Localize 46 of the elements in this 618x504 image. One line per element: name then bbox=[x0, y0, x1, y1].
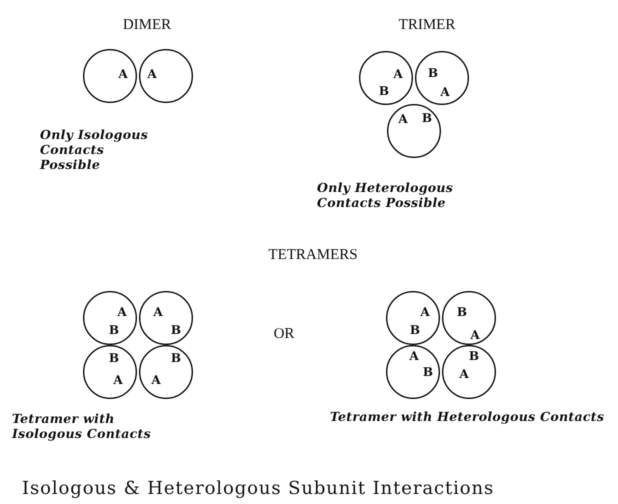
heading: OR bbox=[274, 326, 294, 343]
subunit-circle bbox=[83, 291, 137, 345]
subunit-circle bbox=[139, 49, 193, 103]
subunit-circle bbox=[386, 345, 440, 399]
caption-note: Only Isologous Contacts Possible bbox=[40, 127, 150, 172]
site-label: A bbox=[117, 306, 127, 318]
subunit-circle bbox=[83, 49, 137, 103]
subunit-circle bbox=[359, 51, 413, 105]
subunit-circle bbox=[83, 345, 137, 399]
site-label: A bbox=[470, 329, 480, 341]
site-label: A bbox=[398, 113, 408, 125]
site-label: A bbox=[147, 68, 157, 80]
caption-note: Tetramer with Isologous Contacts bbox=[12, 411, 152, 441]
site-label: B bbox=[108, 324, 120, 336]
subunit-circle bbox=[442, 291, 496, 345]
caption-note: Only Heterologous Contacts Possible bbox=[317, 180, 454, 210]
site-label: A bbox=[409, 350, 419, 362]
site-label: B bbox=[170, 324, 182, 336]
heading: DIMER bbox=[122, 17, 172, 34]
site-label: B bbox=[422, 112, 432, 124]
heading: TETRAMERS bbox=[268, 247, 358, 264]
site-label: A bbox=[153, 306, 163, 318]
subunit-circle bbox=[139, 345, 193, 399]
site-label: A bbox=[420, 306, 430, 318]
site-label: B bbox=[410, 324, 420, 336]
site-label: B bbox=[456, 306, 468, 318]
subunit-circle bbox=[387, 104, 441, 158]
site-label: B bbox=[170, 352, 182, 364]
site-label: A bbox=[118, 68, 128, 80]
site-label: B bbox=[422, 366, 434, 378]
heading: TRIMER bbox=[398, 17, 456, 34]
site-label: B bbox=[108, 352, 120, 364]
figure-caption: Isologous & Heterologous Subunit Interactions bbox=[22, 478, 494, 499]
site-label: B bbox=[428, 67, 438, 79]
site-label: A bbox=[459, 368, 469, 380]
subunit-circle bbox=[442, 345, 496, 399]
site-label: A bbox=[440, 86, 450, 98]
subunit-circle bbox=[415, 51, 469, 105]
site-label: A bbox=[113, 374, 123, 386]
subunit-circle bbox=[139, 291, 193, 345]
site-label: A bbox=[393, 68, 403, 80]
caption-note: Tetramer with Heterologous Contacts bbox=[328, 409, 606, 424]
site-label: B bbox=[468, 350, 480, 362]
subunit-circle bbox=[386, 291, 440, 345]
site-label: A bbox=[151, 374, 161, 386]
site-label: B bbox=[378, 85, 390, 97]
